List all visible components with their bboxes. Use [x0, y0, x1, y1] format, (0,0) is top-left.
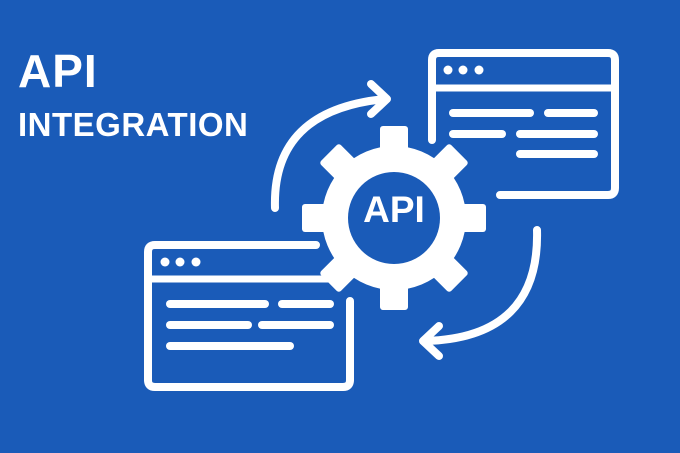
- title-main: API: [18, 45, 98, 97]
- arrow-left-icon: [419, 226, 542, 360]
- arrow-right-icon: [270, 80, 391, 212]
- gear-icon: [302, 126, 486, 310]
- title-sub: INTEGRATION: [18, 106, 249, 143]
- title-block: API INTEGRATION: [18, 48, 248, 142]
- browser-window-bottom-left-icon: [144, 241, 354, 391]
- browser-window-top-right-icon: [428, 49, 619, 199]
- gear-api-label: API: [363, 189, 425, 230]
